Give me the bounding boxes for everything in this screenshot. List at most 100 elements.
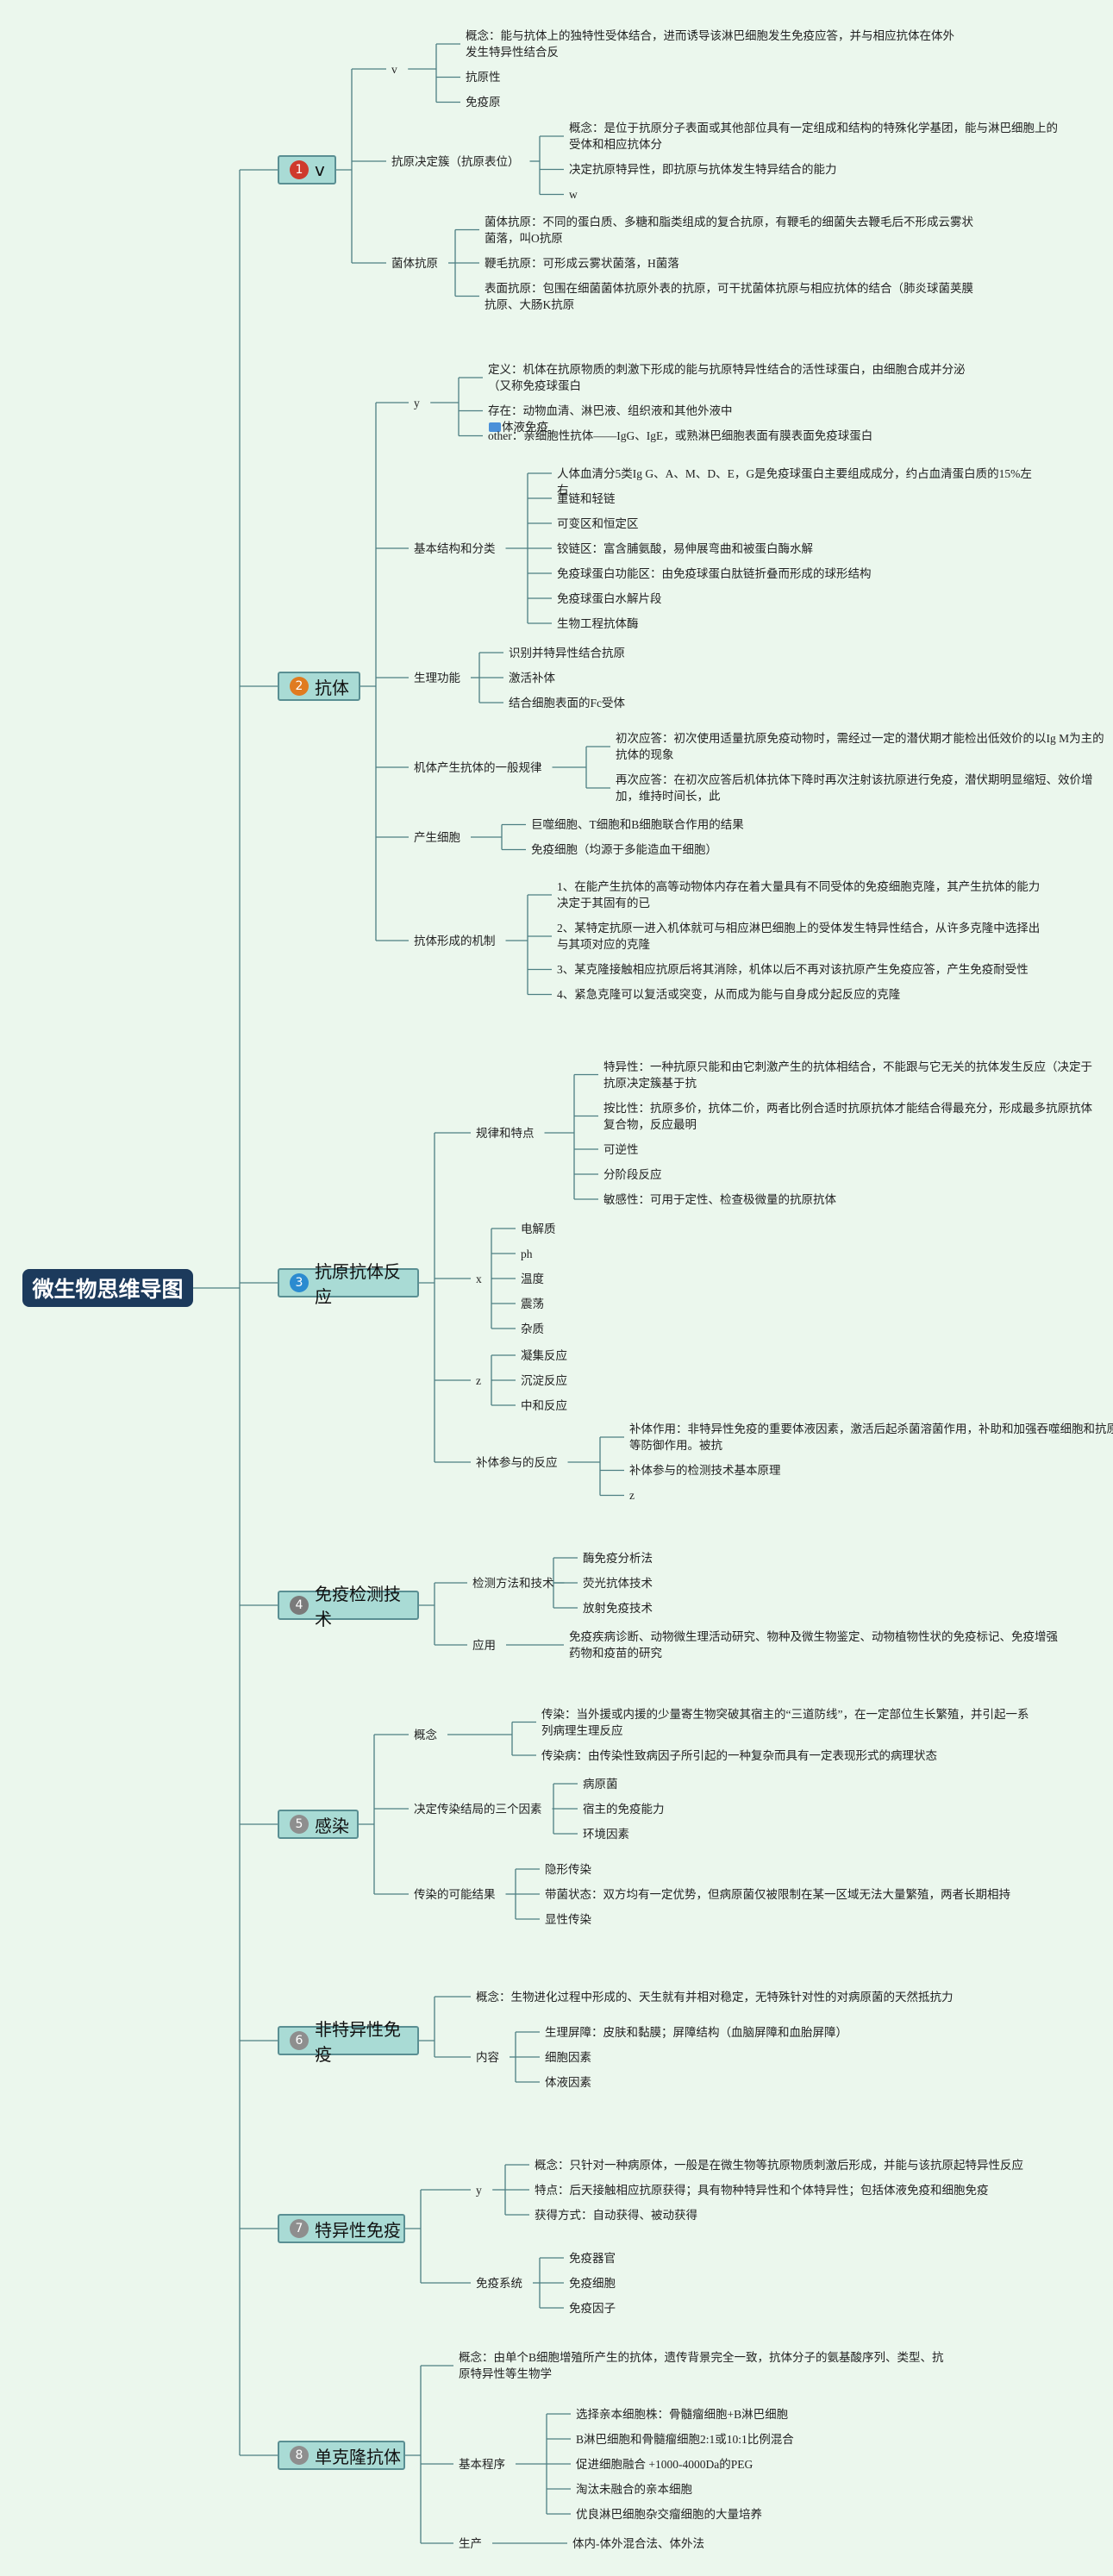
node-text[interactable]: 可变区和恒定区	[557, 516, 644, 532]
node-text[interactable]: z	[476, 1372, 487, 1389]
node-text[interactable]: z	[629, 1487, 641, 1504]
node-text[interactable]: 分阶段反应	[603, 1166, 667, 1183]
node-text[interactable]: 按比性：抗原多价，抗体二价，两者比例合适时抗原抗体才能结合得最充分，形成最多抗原…	[603, 1100, 1097, 1133]
node-text[interactable]: 结合细胞表面的Fc受体	[509, 695, 631, 711]
node-text[interactable]: 补体参与的检测技术基本原理	[629, 1462, 786, 1479]
node-text[interactable]: 沉淀反应	[521, 1372, 572, 1389]
node-text[interactable]: 菌体抗原：不同的蛋白质、多糖和脂类组成的复合抗原，有鞭毛的细菌失去鞭毛后不形成云…	[485, 214, 978, 247]
node-text[interactable]: w	[569, 186, 580, 203]
node-text[interactable]: 概念：只针对一种病原体，一般是在微生物等抗原物质刺激后形成，并能与该抗原起特异性…	[535, 2157, 1028, 2173]
node-text[interactable]: 基本程序	[459, 2456, 510, 2473]
root-node[interactable]: 微生物思维导图	[22, 1269, 193, 1307]
node-text[interactable]: 带菌状态：双方均有一定优势，但病原菌仅被限制在某一区域无法大量繁殖，两者长期相持	[545, 1886, 1016, 1903]
node-text[interactable]: 再次应答：在初次应答后机体抗体下降时再次注射该抗原进行免疫，潜伏期明显缩短、效价…	[616, 772, 1109, 804]
node-text[interactable]: 免疫球蛋白功能区：由免疫球蛋白肽链折叠而形成的球形结构	[557, 566, 877, 582]
node-text[interactable]: 细胞因素	[545, 2049, 597, 2066]
node-text[interactable]: 定义：机体在抗原物质的刺激下形成的能与抗原特异性结合的活性球蛋白，由细胞合成并分…	[488, 361, 981, 394]
node-text[interactable]: 放射免疫技术	[583, 1600, 658, 1616]
node-text[interactable]: 铰链区：富含脯氨酸，易伸展弯曲和被蛋白酶水解	[557, 541, 818, 557]
node-text[interactable]: 免疫球蛋白水解片段	[557, 591, 667, 607]
node-text[interactable]: 基本结构和分类	[414, 541, 501, 557]
node-text[interactable]: 生理屏障：皮肤和黏膜；屏障结构（血脑屏障和血胎屏障）	[545, 2024, 853, 2041]
node-text[interactable]: 表面抗原：包围在细菌菌体抗原外表的抗原，可干扰菌体抗原与相应抗体的结合（肺炎球菌…	[485, 280, 978, 313]
node-text[interactable]: 隐形传染	[545, 1861, 597, 1878]
node-text[interactable]: 特异性：一种抗原只能和由它刺激产生的抗体相结合，不能跟与它无关的抗体发生反应（决…	[603, 1059, 1097, 1091]
node-text[interactable]: 4、紧急克隆可以复活或突变，从而成为能与自身成分起反应的克隆	[557, 986, 906, 1003]
node-text[interactable]: 体液因素	[545, 2074, 597, 2091]
node-text[interactable]: 传染病：由传染性致病因子所引起的一种复杂而具有一定表现形式的病理状态	[541, 1748, 942, 1764]
node-text[interactable]: 概念：能与抗体上的独特性受体结合，进而诱导该淋巴细胞发生免疫应答，并与相应抗体在…	[466, 28, 959, 60]
node-text[interactable]: 免疫系统	[476, 2275, 528, 2292]
node-text[interactable]: 酶免疫分析法	[583, 1550, 658, 1566]
node-text[interactable]: 概念：生物进化过程中形成的、天生就有并相对稳定，无特殊针对性的对病原菌的天然抵抗…	[476, 1989, 959, 2005]
node-text[interactable]: ph	[521, 1246, 538, 1262]
node-text[interactable]: 生物工程抗体酶	[557, 616, 644, 632]
node-text[interactable]: 电解质	[521, 1221, 561, 1237]
node-text[interactable]: 机体产生抗体的一般规律	[414, 760, 547, 776]
node-text[interactable]: 免疫因子	[569, 2300, 621, 2317]
node-text[interactable]: other：亲细胞性抗体——IgG、IgE，或熟淋巴细胞表面有膜表面免疫球蛋白	[488, 428, 887, 444]
node-text[interactable]: 决定抗原特异性，即抗原与抗体发生特异结合的能力	[569, 161, 842, 178]
node-text[interactable]: 生理功能	[414, 670, 466, 686]
node-text[interactable]: 选择亲本细胞株：骨髓瘤细胞+B淋巴细胞	[576, 2406, 791, 2423]
node-text[interactable]: 补体作用：非特异性免疫的重要体液因素，激活后起杀菌溶菌作用，补助和加强吞噬细胞和…	[629, 1421, 1113, 1454]
node-text[interactable]: 内容	[476, 2049, 504, 2066]
node-text[interactable]: 概念：由单个B细胞增殖所产生的抗体，遗传背景完全一致，抗体分子的氨基酸序列、类型…	[459, 2349, 952, 2382]
node-text[interactable]: 传染的可能结果	[414, 1886, 501, 1903]
node-text[interactable]: 抗原决定簇（抗原表位）	[391, 153, 525, 170]
node-text[interactable]: 温度	[521, 1271, 549, 1287]
node-text[interactable]: 优良淋巴细胞杂交瘤细胞的大量培养	[576, 2506, 767, 2523]
node-text[interactable]: 杂质	[521, 1321, 549, 1337]
node-text[interactable]: 促进细胞融合 +1000-4000Da的PEG	[576, 2456, 762, 2473]
node-text[interactable]: 决定传染结局的三个因素	[414, 1801, 547, 1817]
node-text[interactable]: 凝集反应	[521, 1347, 572, 1364]
node-text[interactable]: 激活补体	[509, 670, 560, 686]
node-text[interactable]: 宿主的免疫能力	[583, 1801, 670, 1817]
link-icon[interactable]	[489, 422, 501, 432]
node-text[interactable]: 重链和轻链	[557, 491, 621, 507]
node-text[interactable]: 产生细胞	[414, 829, 466, 846]
node-text[interactable]: 荧光抗体技术	[583, 1575, 658, 1591]
node-text[interactable]: 获得方式：自动获得、被动获得	[535, 2207, 703, 2223]
node-text[interactable]: 敏感性：可用于定性、检查极微量的抗原抗体	[603, 1191, 841, 1208]
node-text[interactable]: 规律和特点	[476, 1125, 540, 1141]
node-text[interactable]: 病原菌	[583, 1776, 623, 1792]
node-text[interactable]: 2、某特定抗原一进入机体就可与相应淋巴细胞上的受体发生特异性结合，从许多克隆中选…	[557, 920, 1050, 953]
node-text[interactable]: 检测方法和技术	[472, 1575, 560, 1591]
node-text[interactable]: 初次应答：初次使用适量抗原免疫动物时，需经过一定的潜伏期才能检出低效价的以Ig …	[616, 730, 1109, 763]
node-text[interactable]: 传染：当外援或内援的少量寄生物突破其宿主的“三道防线”，在一定部位生长繁殖，并引…	[541, 1706, 1035, 1739]
node-text[interactable]: v	[391, 61, 403, 78]
node-text[interactable]: 抗体形成的机制	[414, 933, 501, 949]
node-text[interactable]: 概念：是位于抗原分子表面或其他部位具有一定组成和结构的特殊化学基团，能与淋巴细胞…	[569, 120, 1062, 153]
node-text[interactable]: 3、某克隆接触相应抗原后将其消除，机体以后不再对该抗原产生免疫应答，产生免疫耐受…	[557, 961, 1034, 978]
node-text[interactable]: 淘汰未融合的亲本细胞	[576, 2481, 697, 2498]
node-text[interactable]: 震荡	[521, 1296, 549, 1312]
node-text[interactable]: 生产	[459, 2535, 487, 2552]
node-text[interactable]: 可逆性	[603, 1141, 644, 1158]
node-text[interactable]: 特点：后天接触相应抗原获得；具有物种特异性和个体特异性；包括体液免疫和细胞免疫	[535, 2182, 994, 2198]
node-text[interactable]: 存在：动物血清、淋巴液、组织液和其他外液中体液免疫	[488, 403, 738, 435]
node-text[interactable]: 中和反应	[521, 1397, 572, 1414]
node-text[interactable]: 应用	[472, 1637, 501, 1654]
node-text[interactable]: 环境因素	[583, 1826, 635, 1842]
node-text[interactable]: 识别并特异性结合抗原	[509, 645, 630, 661]
node-text[interactable]: 免疫原	[466, 94, 506, 110]
node-text[interactable]: x	[476, 1271, 487, 1287]
node-text[interactable]: 体内-体外混合法、体外法	[572, 2535, 712, 2552]
node-text[interactable]: 免疫器官	[569, 2250, 621, 2267]
node-text[interactable]: 抗原性	[466, 69, 506, 85]
node-text[interactable]: 补体参与的反应	[476, 1454, 563, 1471]
node-text[interactable]: 巨噬细胞、T细胞和B细胞联合作用的结果	[531, 816, 747, 833]
node-text[interactable]: 免疫细胞	[569, 2275, 621, 2292]
node-text[interactable]: 显性传染	[545, 1911, 597, 1928]
node-text[interactable]: y	[414, 395, 425, 411]
node-text[interactable]: y	[476, 2182, 487, 2198]
